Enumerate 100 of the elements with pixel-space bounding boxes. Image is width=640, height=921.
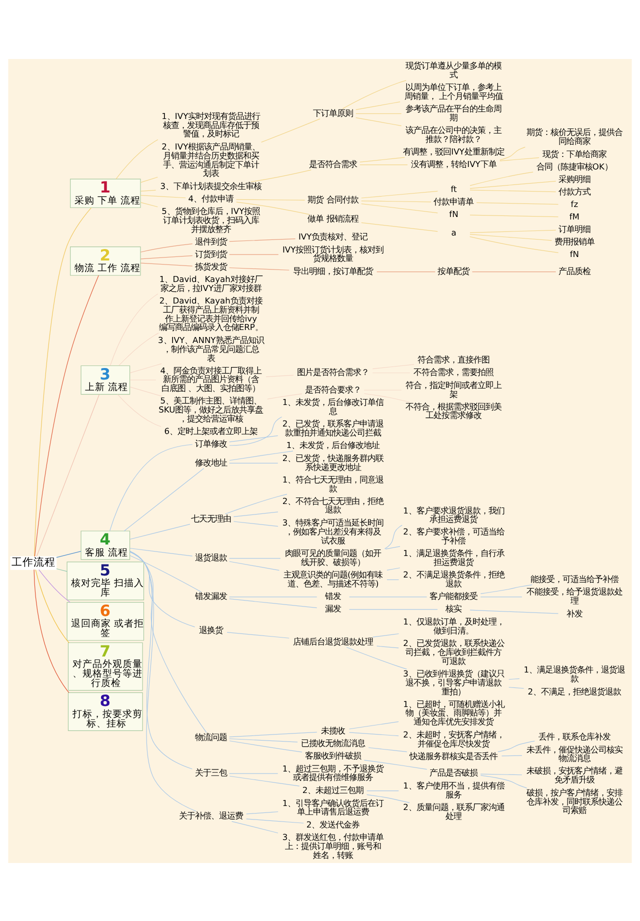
- node-text: 期货 合同付款: [308, 194, 358, 204]
- connector: [36, 394, 100, 556]
- connector: [130, 550, 196, 812]
- connector: [508, 678, 520, 680]
- connector: [246, 810, 278, 814]
- connector: [470, 171, 534, 186]
- node-text: 1、未发货，后台修改订单信息: [282, 396, 384, 416]
- connector: [356, 101, 400, 110]
- connector: [110, 293, 158, 366]
- node-text: 2、不满足，拒绝退货退款: [528, 686, 622, 696]
- connector: [372, 632, 400, 637]
- node-box: 1 采购 下单 流程: [70, 178, 141, 208]
- connector: [236, 201, 310, 214]
- connector: [246, 818, 304, 823]
- connector: [366, 794, 410, 802]
- node-text: fM: [569, 210, 580, 221]
- connector: [476, 202, 559, 204]
- connector: [361, 190, 438, 198]
- connector: [140, 254, 193, 259]
- connector: [140, 189, 156, 191]
- connector: [56, 568, 68, 572]
- connector: [130, 547, 193, 556]
- node-text: 客户能都接受: [430, 590, 478, 601]
- node-box: 3 上新 流程: [80, 364, 130, 394]
- connector: [360, 164, 408, 165]
- connector: [229, 772, 278, 774]
- node-text: 修改地址: [194, 456, 227, 467]
- connector: [376, 645, 399, 648]
- node-text: 不符合需求，需要拍照: [414, 366, 494, 377]
- connector: [140, 262, 193, 266]
- node-text: 1、符合七天无理由，同意退款: [282, 474, 384, 493]
- connector: [236, 198, 306, 200]
- node-text: 关于三包: [194, 767, 227, 778]
- connector: [233, 511, 278, 516]
- node-text: 未破损，安抚客户情绪，避免矛盾升级: [526, 765, 622, 784]
- connector: [224, 493, 288, 514]
- node-box: 8 打标，按要求剪标、挂标: [68, 692, 143, 731]
- connector: [342, 80, 406, 108]
- connector: [35, 568, 70, 643]
- connector: [231, 820, 278, 833]
- node-text: 采购明细: [558, 173, 590, 184]
- node-text: 6、定时上架或者立即上架: [164, 425, 258, 436]
- node-text: 现货：下单给商家: [542, 148, 606, 158]
- connector: [34, 274, 99, 556]
- connector: [472, 271, 556, 272]
- node-text: 错发漏发: [194, 590, 227, 601]
- connector: [376, 271, 436, 272]
- node-text: 该产品在公司中的决策，主推款？陪衬款？: [406, 124, 502, 144]
- connector: [470, 180, 556, 188]
- node-text: 2、质量问题，联系厂家沟通处理: [403, 801, 504, 820]
- node-text: 店铺后台退货退款处理: [293, 636, 374, 646]
- connector: [226, 632, 290, 638]
- node-text: 1、仅退款订单，及时处理，做到日清。: [403, 616, 504, 635]
- node-text: 七天无理由: [190, 512, 231, 523]
- node-box: 4 客服 流程: [80, 530, 130, 560]
- connector: [110, 444, 193, 531]
- node-text: 4、阿金负责对接工厂取得上新所需的产品图片资料（含白底图 、大图、实拍图等）: [160, 364, 262, 393]
- node-text: ft: [450, 183, 457, 194]
- node-text: 3、下单计划表提交余生审核: [160, 180, 262, 191]
- node-text: 5、货物到仓库后，IVY按照订单计划表收货，扫码入库并摆放整齐: [162, 205, 260, 234]
- node-text: 2、已发货退款，联系快递公司拦截，仓库收到拦截件方可退款: [403, 638, 504, 666]
- node-text: 下订单原则: [313, 107, 354, 118]
- connector: [130, 554, 202, 592]
- connector: [118, 332, 159, 366]
- node-text: 漏发: [325, 603, 342, 614]
- node-text: 2、不满足退换货条件，拒绝退款: [403, 568, 504, 588]
- node-box: 7 对产品外观质量、规格型号等进行质检: [68, 642, 143, 690]
- node-text: IVY按照订货计划表，核对到货规格数量: [282, 244, 384, 263]
- node-text: 没有调整，转给IVY下单: [411, 158, 496, 169]
- connector: [501, 754, 522, 756]
- connector: [470, 189, 556, 192]
- node-text: 1、引导客户确认收货后在订单上申请售后退运费: [282, 797, 384, 816]
- node-text: 2、已发货，快递服务群内联系快递更改地址: [282, 452, 384, 472]
- connector: [349, 732, 399, 736]
- node-text: 符合需求，直接作图: [418, 354, 490, 364]
- node-text: 产品是否破损: [430, 767, 478, 778]
- connector: [480, 773, 522, 775]
- node-text: 2、未超时，安抚客户情绪，并催促仓库尽快发货: [403, 728, 504, 748]
- connector: [130, 523, 190, 540]
- connector: [229, 598, 318, 608]
- connector: [229, 450, 294, 460]
- connector: [34, 568, 70, 692]
- connector: [500, 156, 540, 161]
- connector: [349, 608, 438, 610]
- node-text: 2、David、Kayah负责对接工厂获得产品上新资料并制作上新登记表并回传给ivy 编写商品编码录入仓储ERP。: [158, 294, 263, 332]
- node-text: 2、客户要求补偿，可适当给予补偿: [403, 526, 504, 546]
- connector: [386, 567, 400, 570]
- connector: [267, 392, 302, 399]
- node-box: 6 退回商家 或者拒签: [66, 602, 144, 640]
- connector: [385, 546, 400, 549]
- connector: [233, 520, 278, 526]
- node-text: 符合，指定时间或者立即上架: [406, 379, 502, 398]
- node-text: 产品质检: [558, 266, 590, 276]
- connector: [250, 169, 312, 182]
- node-text: fz: [570, 198, 578, 208]
- connector: [140, 243, 193, 252]
- node-text: 费用报销单: [554, 236, 594, 246]
- node-text: 1、客户使用不当，提供有偿服务: [403, 780, 504, 799]
- node-text: 订单明细: [558, 223, 590, 234]
- node-text: 3、IVY、ANNY熟悉产品知识，制作该产品常见问题汇总表: [158, 334, 264, 362]
